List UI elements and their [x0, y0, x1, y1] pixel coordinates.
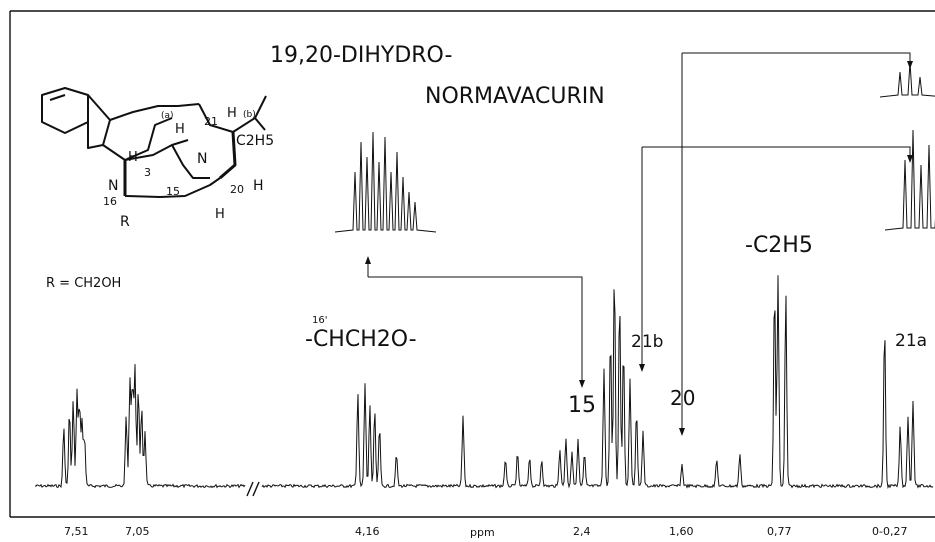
peak-label-c2h5: -C2H5 — [745, 233, 813, 258]
tick-label-0-77: 0,77 — [767, 525, 792, 538]
atom-num-16: 16 — [103, 195, 117, 208]
atom-b-label: (b) — [243, 110, 256, 120]
tick-label-7-51: 7,51 — [64, 525, 89, 538]
inset-expansion-h20 — [884, 129, 935, 231]
tick-label-0-0-27: 0-0,27 — [872, 525, 907, 538]
connector-arrowheads — [365, 61, 913, 436]
peak-label-h21a: 21a — [895, 331, 927, 351]
structure-labels: N N H H H H H (a) (b) 21 3 15 16 20 C2H5… — [46, 106, 274, 291]
spectrum-trace — [34, 275, 934, 489]
atom-h16: H — [128, 150, 138, 165]
atom-c2h5: C2H5 — [236, 133, 274, 149]
x-tick-labels: 7,51 7,05 4,16 2,4 1,60 0,77 0-0,27 — [64, 525, 907, 538]
chart-title-line-1: 19,20-DIHYDRO- — [270, 43, 452, 68]
atom-a-label: (a) — [161, 111, 174, 121]
atom-num-21: 21 — [204, 115, 218, 128]
indoline-ring — [87, 94, 111, 149]
molecular-structure — [41, 87, 267, 198]
atom-hb: H — [227, 106, 237, 121]
peak-label-chch2o: -CHCH2O- — [305, 327, 417, 352]
axis-break-mark — [246, 481, 260, 497]
inset-expansion-h21b — [879, 61, 935, 98]
atom-ha: H — [175, 122, 185, 137]
atom-num-20: 20 — [230, 183, 244, 196]
tick-label-4-16: 4,16 — [355, 525, 380, 538]
peak-labels: 16' -CHCH2O- 15 21b 20 -C2H5 21a — [305, 233, 927, 418]
atom-num-3: 3 — [144, 166, 151, 179]
inset-expansion-chch2o — [334, 131, 437, 233]
tick-label-1-60: 1,60 — [669, 525, 694, 538]
x-axis-label: ppm — [470, 526, 495, 539]
r-group-label: R — [120, 214, 130, 230]
peak-label-h15: 15 — [568, 393, 596, 418]
peak-label-h20: 20 — [670, 386, 695, 410]
atom-h20: H — [253, 178, 264, 194]
tick-label-2-4: 2,4 — [573, 525, 591, 538]
atom-n1: N — [108, 178, 118, 194]
tick-label-7-05: 7,05 — [125, 525, 150, 538]
peak-label-chch2o-superscript: 16' — [312, 315, 327, 326]
decoupling-connectors — [367, 52, 911, 432]
atom-h15: H — [215, 207, 225, 222]
atom-n2: N — [197, 151, 207, 167]
chart-title-line-2: NORMAVACURIN — [425, 84, 605, 109]
benzene-ring — [41, 87, 89, 134]
r-group-definition: R = CH2OH — [46, 276, 121, 291]
peak-label-h21b: 21b — [631, 332, 663, 352]
atom-num-15: 15 — [166, 185, 180, 198]
